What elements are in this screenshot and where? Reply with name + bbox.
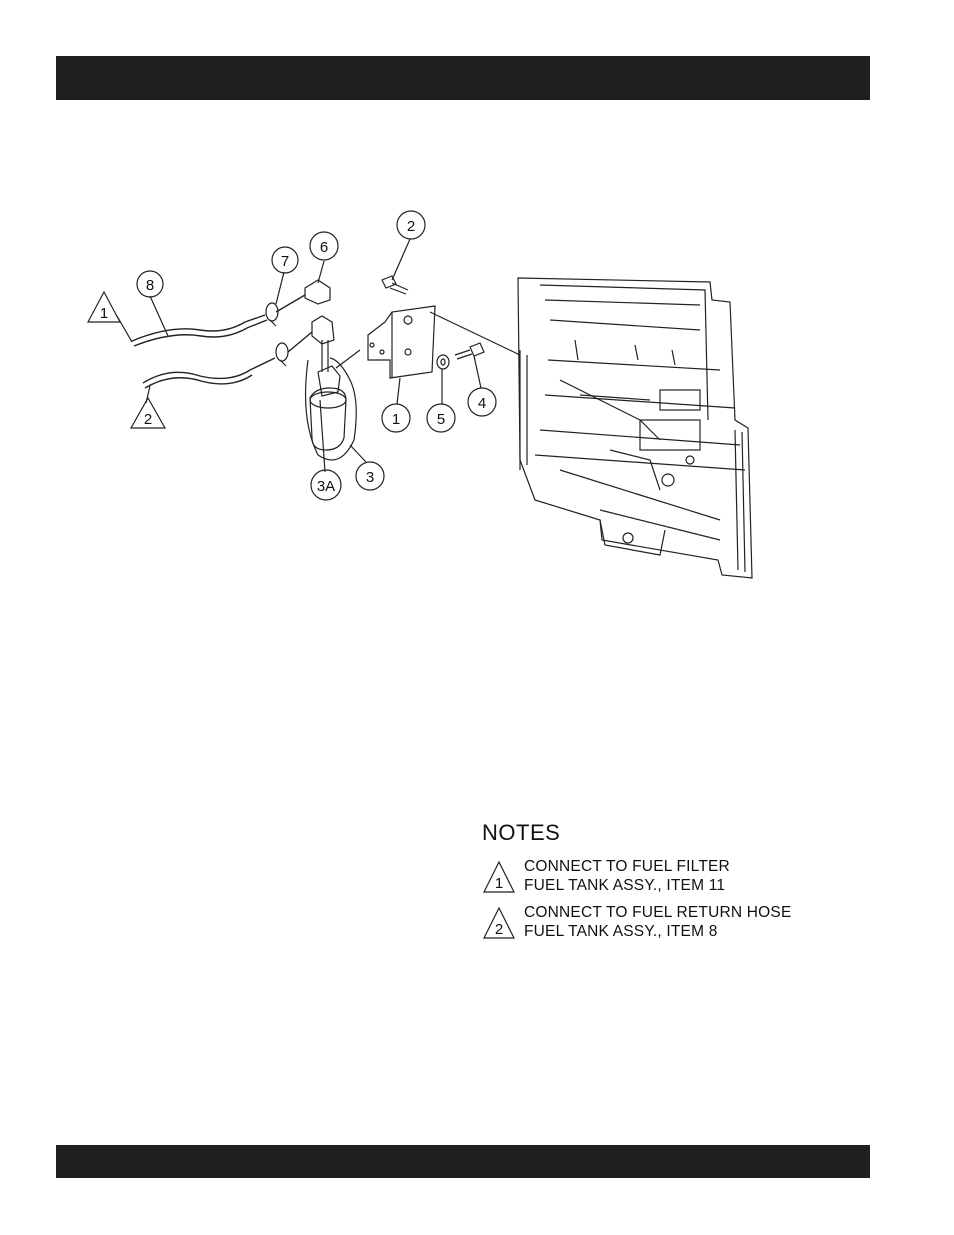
screw-drawing — [455, 343, 484, 359]
warning-triangle-icon: 1 — [482, 860, 516, 896]
notes-title: NOTES — [482, 820, 882, 846]
note-line-2: FUEL TANK ASSY., ITEM 11 — [524, 877, 725, 895]
callout-6-label: 6 — [320, 239, 328, 256]
bolt-drawing — [382, 276, 408, 294]
hose-clamp-drawing — [266, 303, 288, 366]
reference-1-label: 1 — [100, 305, 108, 322]
reference-2-label: 2 — [144, 411, 152, 428]
note-line-1: CONNECT TO FUEL FILTER — [524, 858, 730, 876]
note-item: 1 CONNECT TO FUEL FILTER FUEL TANK ASSY.… — [482, 858, 882, 904]
callout-8-label: 8 — [146, 277, 154, 294]
footer-bar — [56, 1145, 870, 1178]
callout-5-label: 5 — [437, 411, 445, 428]
note-line-2: FUEL TANK ASSY., ITEM 8 — [524, 923, 718, 941]
notes-section: NOTES 1 CONNECT TO FUEL FILTER FUEL TANK… — [482, 820, 882, 950]
header-bar — [56, 56, 870, 100]
mounting-bracket-drawing — [368, 306, 435, 378]
engine-assembly-drawing — [518, 278, 752, 578]
exploded-parts-diagram: 8 7 6 2 1 5 4 3 3A 1 2 — [0, 190, 954, 590]
note-item: 2 CONNECT TO FUEL RETURN HOSE FUEL TANK … — [482, 904, 882, 950]
note-marker: 1 — [495, 875, 503, 892]
callout-2-label: 2 — [407, 218, 415, 235]
warning-triangle-icon: 2 — [482, 906, 516, 942]
callout-4-label: 4 — [478, 395, 486, 412]
note-marker: 2 — [495, 921, 503, 938]
washer-drawing — [437, 355, 449, 369]
note-line-1: CONNECT TO FUEL RETURN HOSE — [524, 904, 792, 922]
fuel-hose-drawing — [132, 295, 312, 388]
callout-3a-label: 3A — [317, 478, 335, 495]
callout-1-label: 1 — [392, 411, 400, 428]
leader-line — [430, 312, 520, 355]
callout-3-label: 3 — [366, 469, 374, 486]
callout-7-label: 7 — [281, 253, 289, 270]
